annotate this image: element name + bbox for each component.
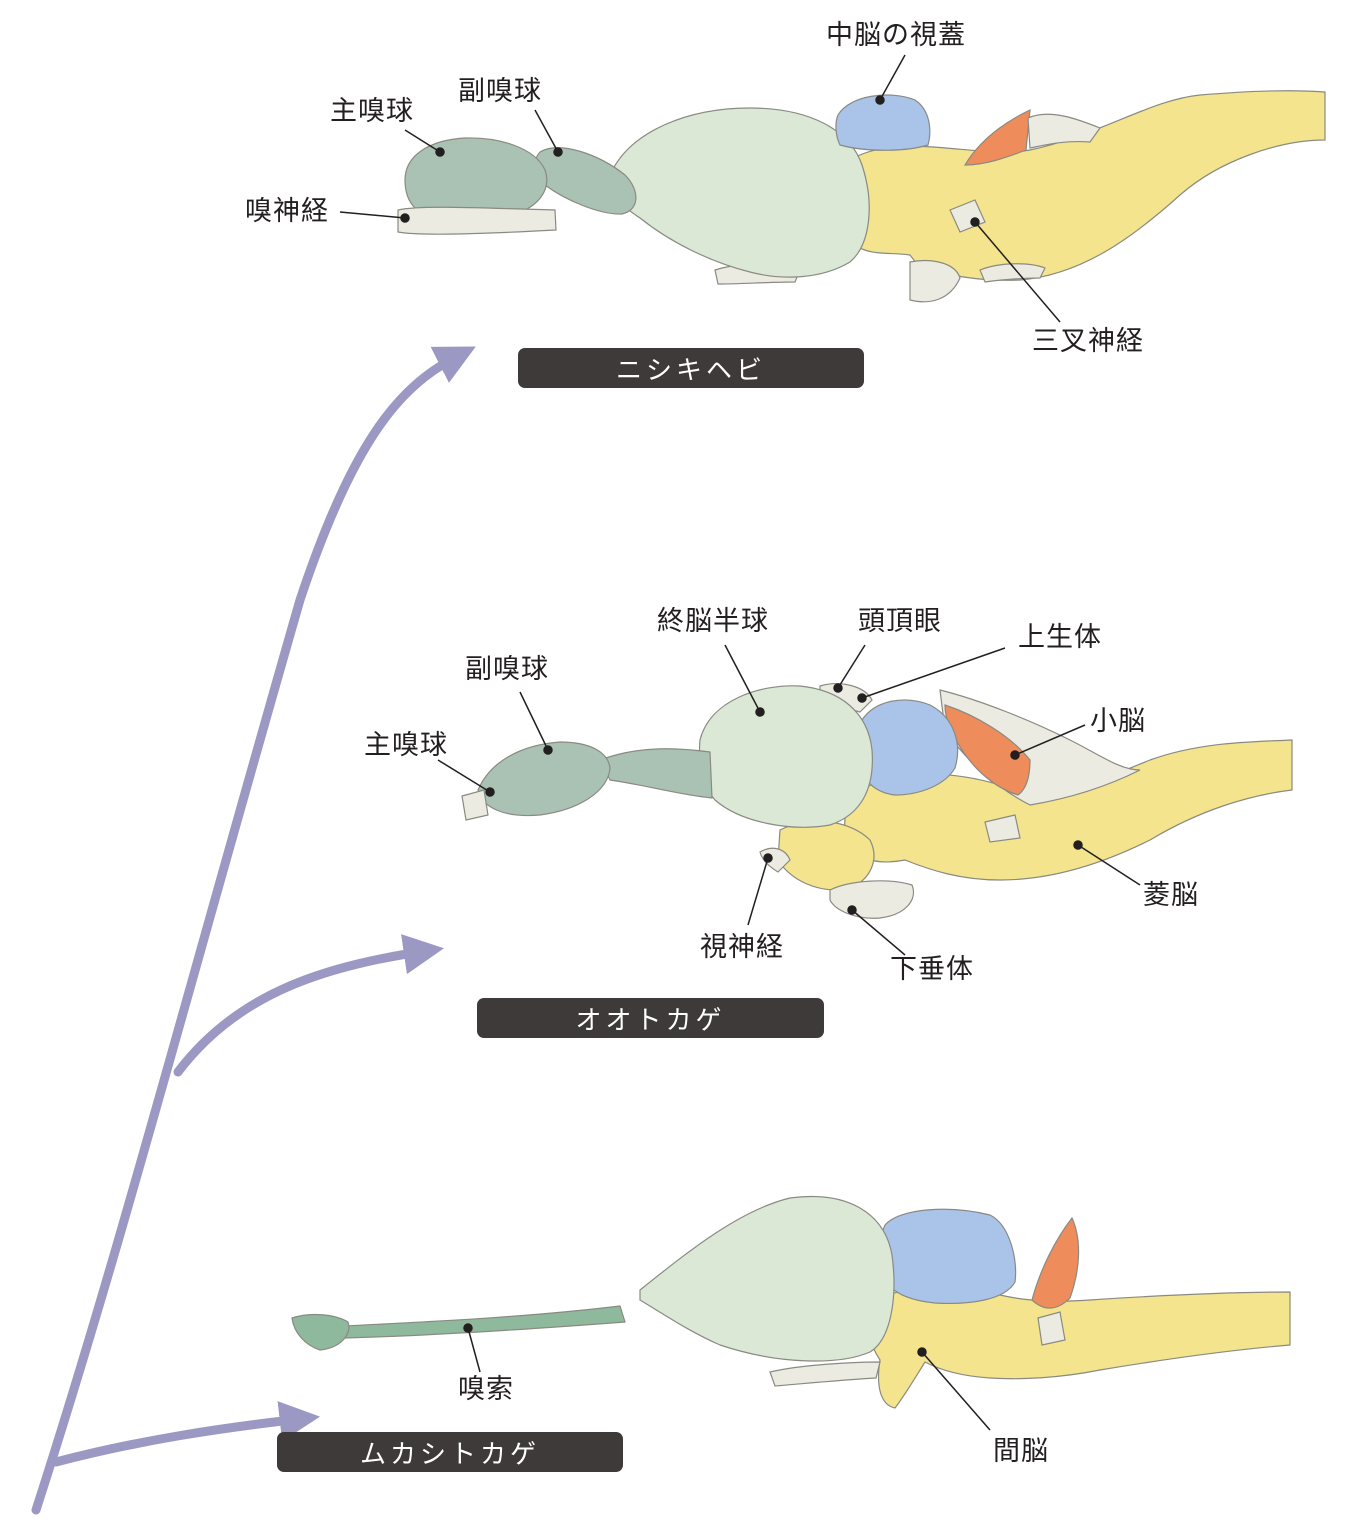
label-python-trigeminal-nerve: 三叉神経 [1032,326,1144,357]
dot-monitor-main-olfactory-bulb [485,787,495,797]
leader-python-main-olfactory-bulb [404,129,441,153]
dot-monitor-rhombencephalon [1073,840,1083,850]
dot-python-main-olfactory-bulb [435,147,445,157]
python-ventral-nerve-2 [979,263,1046,283]
label-python-accessory-olfactory-bulb: 副嗅球 [458,76,542,107]
python-brain [397,90,1326,303]
dot-python-trigeminal-nerve [970,217,980,227]
monitor-olfactory-nerve-stub [461,789,489,821]
monitor-optic-tectum [857,699,959,796]
tuatara-hindbrain [866,1287,1291,1409]
tuatara-optic-tectum [880,1208,1017,1304]
tuatara-olfactory-tract [344,1305,626,1339]
label-monitor-pituitary: 下垂体 [890,954,974,985]
dot-monitor-accessory-olfactory-bulb [543,745,553,755]
tuatara-telencephalon [639,1195,895,1362]
python-cerebellum [963,108,1031,166]
tuatara-brain [291,1195,1291,1409]
leader-monitor-telencephalic-hemisphere [724,644,761,713]
label-tuatara-olfactory-tract: 嗅索 [458,1374,514,1405]
dot-python-olfactory-nerve [400,213,410,223]
python-optic-tectum [835,94,931,151]
leader-monitor-cerebellum [1014,724,1086,756]
dot-monitor-pituitary [847,905,857,915]
label-monitor-main-olfactory-bulb: 主嗅球 [364,730,448,761]
dot-monitor-cerebellum [1010,750,1020,760]
tree-branch-monitor-line [173,934,445,1077]
leader-tuatara-diencephalon [921,1351,991,1431]
python-ventral-nerve-1 [909,259,961,303]
dot-python-accessory-olfactory-bulb [553,147,563,157]
dot-monitor-telencephalic-hemisphere [755,707,765,717]
label-monitor-optic-nerve: 視神経 [700,932,784,963]
species-label-python: ニシキヘビ [518,348,864,388]
dot-python-optic-tectum [875,95,885,105]
tree-branch-tuatara-line [51,1401,321,1467]
dot-monitor-pineal-body [857,693,867,703]
species-label-tuatara: ムカシトカゲ [277,1432,623,1472]
leader-monitor-accessory-olfactory-bulb [519,691,549,751]
monitor-olfactory-peduncle [599,748,713,799]
leader-monitor-main-olfactory-bulb [437,759,491,793]
label-monitor-telencephalic-hemisphere: 終脳半球 [657,606,769,637]
dot-monitor-parietal-eye [833,683,843,693]
label-python-olfactory-nerve: 嗅神経 [245,196,329,227]
leader-python-accessory-olfactory-bulb [534,109,559,153]
monitor-telencephalic-hemisphere [698,685,873,828]
leader-tuatara-olfactory-tract [467,1327,481,1373]
species-label-monitor: オオトカゲ [477,998,824,1038]
monitor-olfactory-bulb [477,741,611,817]
monitor-pituitary [829,880,914,919]
leader-monitor-parietal-eye [837,644,866,689]
leader-python-optic-tectum [879,54,906,101]
leader-monitor-rhombencephalon [1077,844,1141,886]
leader-python-olfactory-nerve [339,211,406,219]
label-python-main-olfactory-bulb: 主嗅球 [330,96,414,127]
monitor-ventral-diencephalon [777,820,875,891]
label-monitor-accessory-olfactory-bulb: 副嗅球 [465,654,549,685]
tuatara-ventral-nerve [769,1361,881,1387]
label-monitor-parietal-eye: 頭頂眼 [858,606,942,637]
python-telencephalon [609,107,870,278]
label-tuatara-diencephalon: 間脳 [993,1436,1049,1467]
leader-lines [339,54,1141,1431]
tree-trunk-line [31,346,476,1515]
leader-python-trigeminal-nerve [974,221,1061,323]
monitor-cranial-nerve-root [984,814,1021,843]
python-olfactory-nerve [397,206,557,235]
python-nerve-dorsal [1027,113,1101,149]
leader-monitor-pituitary [851,909,906,956]
dot-tuatara-diencephalon [917,1347,927,1357]
phylogenetic-tree [31,346,476,1515]
tuatara-cerebellum [1031,1216,1080,1309]
label-monitor-cerebellum: 小脳 [1090,706,1146,737]
label-monitor-pineal-body: 上生体 [1018,622,1102,653]
dot-monitor-optic-nerve [763,853,773,863]
leader-monitor-pineal-body [861,647,1006,699]
monitor-brain [461,683,1293,919]
tuatara-cranial-nerve-root [1037,1311,1066,1346]
leader-monitor-optic-nerve [747,857,769,926]
label-monitor-rhombencephalon: 菱脳 [1143,880,1199,911]
label-python-optic-tectum: 中脳の視蓋 [826,20,966,51]
tuatara-olfactory-bulb [291,1313,350,1351]
dot-tuatara-olfactory-tract [463,1323,473,1333]
